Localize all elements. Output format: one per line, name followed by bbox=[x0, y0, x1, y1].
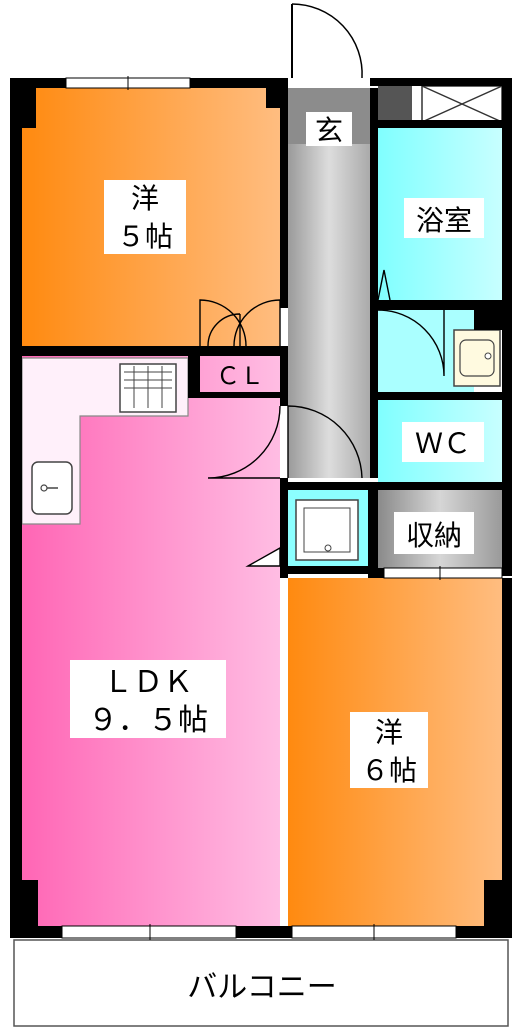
balcony bbox=[13, 939, 509, 1027]
ldk-label-bg bbox=[70, 660, 226, 738]
western-room-1-label-bg bbox=[104, 180, 186, 254]
windows bbox=[61, 76, 503, 940]
closet-label: ＣＬ bbox=[216, 362, 264, 390]
western-room-2-size: ６帖 bbox=[361, 754, 417, 787]
western-room-2-label-bg bbox=[350, 712, 428, 788]
ldk-label: ＬＤＫ bbox=[103, 665, 193, 700]
bathroom-label: 浴室 bbox=[416, 204, 472, 237]
toilet-label: ＷＣ bbox=[415, 427, 471, 460]
toilet-label-bg bbox=[402, 422, 484, 462]
hallway bbox=[288, 144, 370, 478]
entrance-label: 玄 bbox=[315, 114, 343, 147]
washing-machine-pan bbox=[295, 499, 359, 561]
entrance-door bbox=[291, 3, 363, 79]
storage-label: 収納 bbox=[406, 519, 462, 552]
western-room-1-size: ５帖 bbox=[117, 220, 173, 253]
entrance-label-bg bbox=[306, 112, 352, 146]
storage-label-bg bbox=[394, 512, 474, 554]
ldk-size: ９．５帖 bbox=[88, 703, 208, 738]
bathroom-label-bg bbox=[404, 198, 484, 238]
western-room-1-label: 洋 bbox=[131, 182, 159, 215]
kitchen bbox=[21, 357, 189, 525]
balcony-label: バルコニー bbox=[187, 970, 336, 1005]
western-room-2-label: 洋 bbox=[375, 716, 403, 749]
washbasin bbox=[453, 329, 501, 387]
